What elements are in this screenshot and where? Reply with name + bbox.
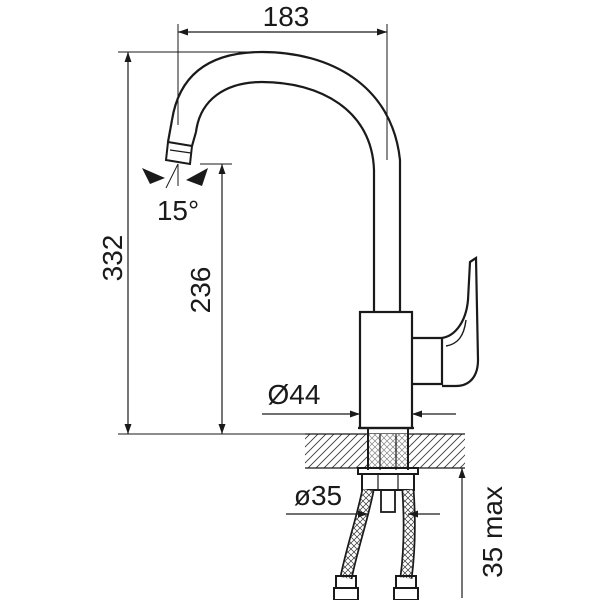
counter-thickness-label: 35 max (477, 486, 508, 578)
dimension-angle: 15° (142, 163, 208, 226)
spout-height-label: 236 (185, 267, 216, 314)
flexible-hoses (333, 488, 419, 600)
hole-diameter-label: ø35 (294, 480, 342, 511)
total-height-label: 332 (97, 235, 128, 282)
faucet-body (164, 50, 480, 430)
mounting-shank (357, 428, 419, 513)
dimension-hole-diameter: ø35 (286, 480, 440, 518)
dimension-body-diameter: Ø44 (262, 379, 456, 418)
reach-label: 183 (263, 1, 310, 32)
angle-label: 15° (157, 195, 199, 226)
body-diameter-label: Ø44 (268, 379, 321, 410)
dimension-counter-thickness: 35 max (458, 468, 508, 598)
lever-handle (412, 255, 480, 388)
dimension-reach: 183 (177, 1, 388, 160)
dimension-total-height: 332 (97, 51, 305, 435)
dimension-spout-height: 236 (185, 163, 232, 434)
aerator-nozzle (164, 140, 194, 166)
